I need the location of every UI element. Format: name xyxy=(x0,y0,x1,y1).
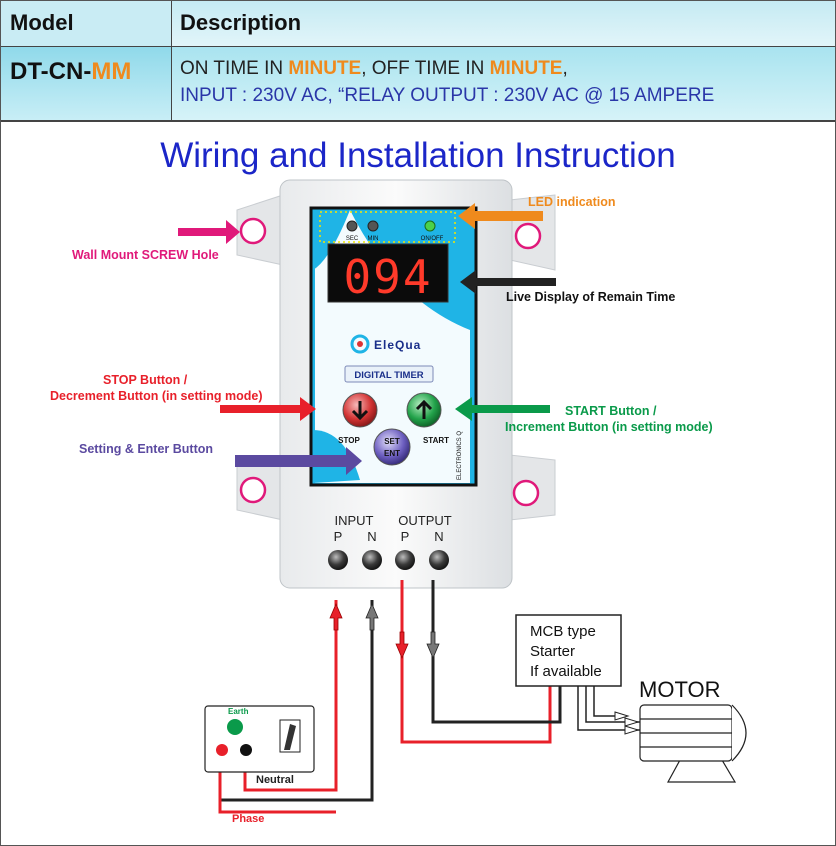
output-terminal-label: OUTPUT xyxy=(398,513,452,528)
terminal-n-label: N xyxy=(367,529,376,544)
brand-logo-icon xyxy=(350,334,370,354)
callout-stop-button: STOP Button / xyxy=(103,373,188,387)
table-divider xyxy=(0,120,836,122)
model-value-cell xyxy=(0,46,172,120)
arrow-down-icon xyxy=(351,401,369,421)
wire-arrow-icon xyxy=(329,602,640,735)
desc-text: ON TIME IN xyxy=(180,58,289,79)
mcb-label: MCB type xyxy=(530,623,596,640)
led-label: ON/OFF xyxy=(421,236,444,242)
callout-arrow-icon xyxy=(178,203,556,475)
neutral-socket-icon xyxy=(240,744,252,756)
arrow-up-icon xyxy=(415,399,433,419)
input-terminal-label: INPUT xyxy=(335,513,374,528)
led-label: MIN xyxy=(368,236,379,242)
model-column-header: Model xyxy=(10,10,74,35)
seven-segment-display xyxy=(327,243,449,303)
desc-text: , OFF TIME IN xyxy=(361,58,490,79)
led-label: SEC xyxy=(346,236,359,242)
model-header-cell xyxy=(0,0,172,46)
model-prefix: DT-CN- xyxy=(10,58,92,85)
phase-label: Phase xyxy=(232,813,264,825)
callout-stop-button: Decrement Button (in setting mode) xyxy=(50,389,263,403)
callout-start-button: Increment Button (in setting mode) xyxy=(505,420,713,434)
diagram-title: Wiring and Installation Instruction xyxy=(160,136,676,175)
motor-icon xyxy=(639,704,747,783)
set-enter-button[interactable] xyxy=(373,428,411,466)
callout-led-indication: LED indication xyxy=(528,195,616,209)
desc-text: , xyxy=(562,58,568,79)
neutral-label: Neutral xyxy=(256,774,294,786)
terminal-screw-icon xyxy=(328,550,449,570)
table-divider xyxy=(0,46,836,47)
callout-set-button: Setting & Enter Button xyxy=(79,442,213,456)
mcb-label: Starter xyxy=(530,643,575,660)
mcb-label: If available xyxy=(530,663,602,680)
brand-name: EleQua xyxy=(374,338,421,352)
screw-hole-icon xyxy=(239,217,542,507)
earth-socket-icon xyxy=(227,719,243,735)
terminal-p-label: P xyxy=(401,529,410,544)
description-header-cell xyxy=(172,0,836,46)
model-suffix: MM xyxy=(91,58,132,85)
description-value-cell xyxy=(172,46,836,120)
toggle-switch-icon xyxy=(279,719,301,753)
set-button-label: SET xyxy=(384,437,400,446)
callout-screw-hole: Wall Mount SCREW Hole xyxy=(72,248,219,262)
table-divider xyxy=(171,0,172,120)
description-column-header: Description xyxy=(180,10,302,35)
led-highlight-box xyxy=(319,211,456,243)
motor-label: MOTOR xyxy=(639,677,720,702)
led-indicator xyxy=(346,220,436,232)
panel-label: DIGITAL TIMER xyxy=(354,370,423,381)
panel-side-text: ELECTRONICS Q xyxy=(457,431,463,480)
desc-highlight: MINUTE xyxy=(489,58,563,79)
callout-start-button: START Button / xyxy=(565,404,657,418)
callout-live-display: Live Display of Remain Time xyxy=(506,290,675,304)
earth-label: Earth xyxy=(228,707,249,716)
phase-socket-icon xyxy=(216,744,228,756)
start-button-label: START xyxy=(423,436,449,445)
panel-label-box xyxy=(344,365,434,383)
display-readout: 094 xyxy=(343,250,432,304)
model-code: DT-CN-MM xyxy=(10,58,131,86)
stop-button-label: STOP xyxy=(338,436,360,445)
description-line-1: ON TIME IN MINUTE, OFF TIME IN MINUTE, xyxy=(180,58,568,80)
terminal-p-label: P xyxy=(334,529,343,544)
ent-button-label: ENT xyxy=(384,449,400,458)
mcb-starter-box xyxy=(515,614,622,687)
terminal-n-label: N xyxy=(434,529,443,544)
description-line-2: INPUT : 230V AC, “RELAY OUTPUT : 230V AC… xyxy=(180,85,715,106)
desc-highlight: MINUTE xyxy=(288,58,362,79)
